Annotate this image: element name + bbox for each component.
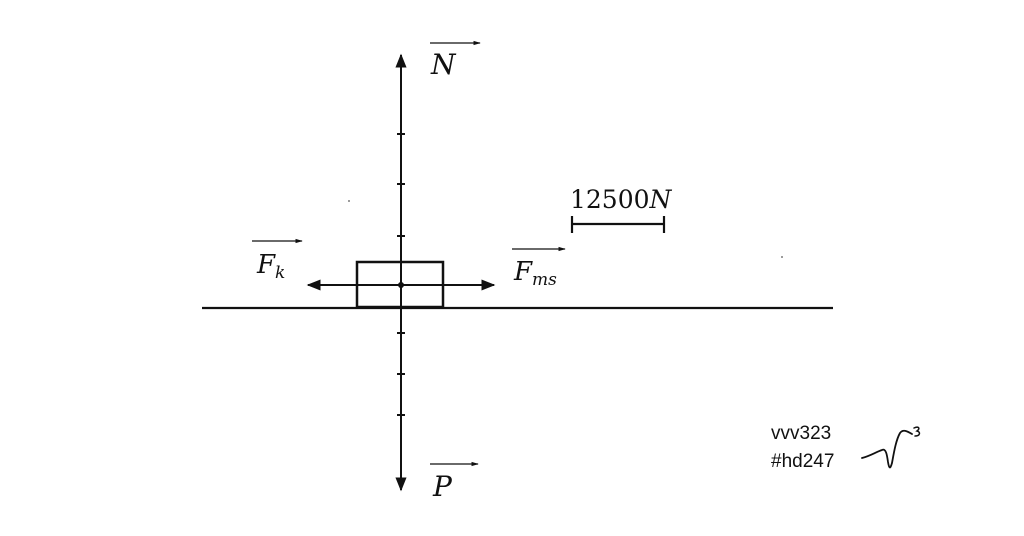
scale-unit: N [649,185,673,214]
friction-force-symbol: F [513,257,533,287]
watermark-line-1: vvv323 [771,423,831,444]
signature-hook [913,426,921,437]
watermark-line-2: #hd247 [771,451,834,472]
normal-force-label: N [430,48,457,81]
axis-ticks [397,133,405,416]
speck-1 [348,200,350,202]
scale-value: 12500 [570,185,650,214]
weight-force-label: P [432,470,453,503]
traction-force-subscript: k [275,263,285,283]
speck-2 [781,256,783,258]
friction-force-subscript: ms [532,270,557,290]
friction-force-label: Fms [513,257,557,290]
signature-mark [861,429,913,469]
application-point [398,282,404,288]
scale-bar [570,216,666,233]
traction-force-symbol: F [256,250,276,280]
traction-force-label: Fk [256,250,285,283]
scale-label: 12500N [570,185,673,214]
